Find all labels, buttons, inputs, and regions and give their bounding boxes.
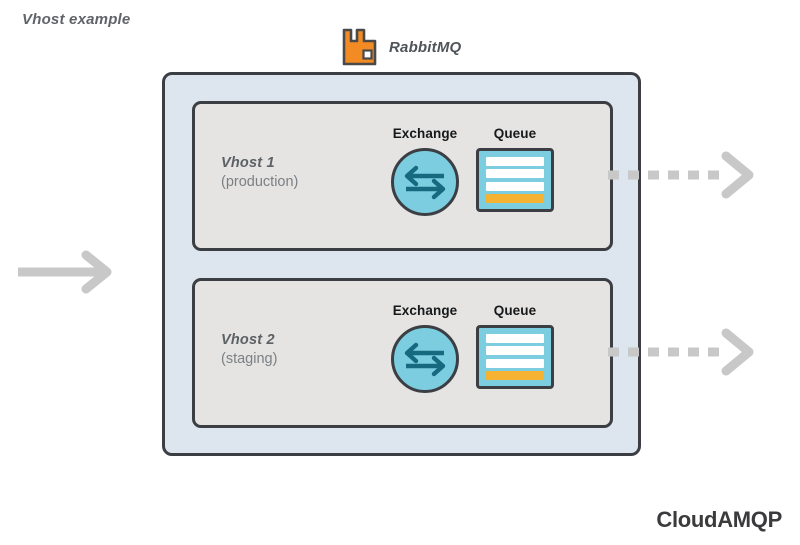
vhost-2-labels: Vhost 2 (staging) — [221, 331, 277, 368]
queue-message-row — [486, 181, 544, 191]
queue-message-row — [486, 169, 544, 179]
queue-stack-icon — [476, 148, 554, 212]
vhost-1-name: Vhost 1 — [221, 155, 275, 171]
rabbitmq-logo-icon — [341, 26, 379, 68]
rabbitmq-broker-container: Vhost 1 (production) Exchange Queue — [162, 72, 641, 456]
vhost-panel-2[interactable]: Vhost 2 (staging) Exchange Queue — [192, 278, 613, 428]
vhost-1-labels: Vhost 1 (production) — [221, 154, 298, 191]
queue-message-row — [486, 358, 544, 368]
queue-active-message-row — [486, 193, 544, 203]
vhost-1-exchange-label: Exchange — [392, 126, 458, 141]
vhost-1-queue-label: Queue — [493, 126, 537, 141]
arrow-right-dashed-icon — [608, 327, 763, 377]
vhost-1-queue[interactable]: Queue — [476, 126, 554, 212]
vhost-1-exchange[interactable]: Exchange — [391, 126, 459, 216]
cloudamqp-logo: CloudAMQP — [656, 507, 782, 532]
vhost-panel-1[interactable]: Vhost 1 (production) Exchange Queue — [192, 101, 613, 251]
vhost-1-environment: (production) — [221, 173, 299, 190]
rabbitmq-brand: RabbitMQ — [341, 26, 461, 68]
exchange-arrows-icon — [391, 325, 459, 393]
queue-message-row — [486, 346, 544, 356]
inbound-traffic-arrow — [16, 250, 116, 294]
arrow-right-dashed-icon — [608, 150, 763, 200]
queue-message-row — [486, 334, 544, 343]
arrow-right-solid-icon — [16, 250, 116, 294]
vhost-2-queue[interactable]: Queue — [476, 303, 554, 389]
vhost-2-name: Vhost 2 — [221, 332, 275, 348]
rabbitmq-brand-label: RabbitMQ — [389, 38, 462, 56]
vhost-2-exchange[interactable]: Exchange — [391, 303, 459, 393]
exchange-arrows-icon — [391, 148, 459, 216]
queue-active-message-row — [486, 370, 544, 380]
queue-message-row — [486, 157, 544, 166]
outbound-traffic-arrow-2 — [608, 327, 763, 377]
vhost-2-exchange-label: Exchange — [392, 303, 458, 318]
vhost-2-queue-label: Queue — [493, 303, 537, 318]
queue-stack-icon — [476, 325, 554, 389]
outbound-traffic-arrow-1 — [608, 150, 763, 200]
page-title: Vhost example — [22, 11, 131, 28]
vhost-2-environment: (staging) — [221, 350, 278, 367]
